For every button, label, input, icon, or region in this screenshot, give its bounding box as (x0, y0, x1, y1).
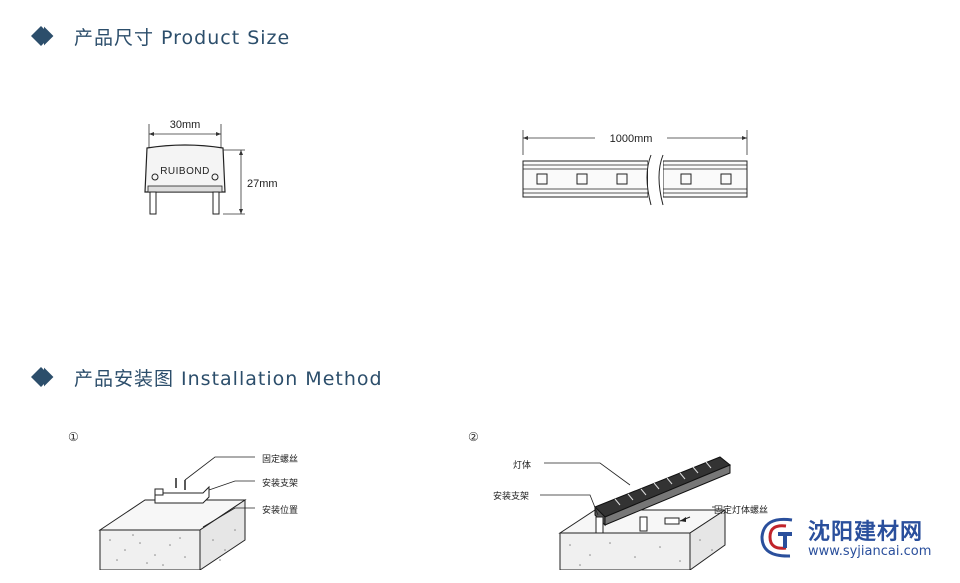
profile-body (144, 144, 226, 193)
step-number: ② (468, 430, 479, 444)
break-mark (646, 154, 652, 206)
diamond-bullet-icon (31, 367, 54, 387)
watermark-name: 沈阳建材网 (808, 520, 924, 545)
mounting-bracket (595, 516, 604, 534)
callout-fixing-screw: 固定螺丝 (262, 455, 299, 465)
watermark-logo-icon (760, 517, 793, 558)
led-window (720, 173, 732, 185)
callout-leader (544, 462, 631, 486)
install-step-1-drawing (98, 456, 255, 570)
width-label: 30mm (170, 119, 201, 131)
screw-icon (151, 173, 159, 181)
callout-leader (208, 480, 255, 491)
bar-body-right (662, 160, 748, 198)
length-profile-drawing: 1000mm (522, 130, 748, 206)
callout-lamp-body: 灯体 (513, 461, 532, 471)
step-number: ① (68, 430, 79, 444)
mounting-surface-front (559, 532, 691, 570)
length-label: 1000mm (610, 133, 653, 145)
section-heading-product-size: 产品尺寸 Product Size (30, 21, 290, 51)
mounting-bracket (154, 485, 210, 504)
bar-body-left (522, 160, 649, 198)
install-step-2-drawing (540, 456, 731, 570)
callout-leader (184, 456, 255, 481)
watermark-url: www.syjiancai.com (808, 544, 932, 559)
screw-icon (664, 517, 680, 525)
front-profile-drawing: 30mm 27mm RUIBOND (144, 119, 278, 215)
callout-position: 安装位置 (262, 506, 299, 516)
callout-bracket: 安装支架 (262, 479, 299, 489)
led-window (680, 173, 692, 185)
led-window (536, 173, 548, 185)
callout-lamp-screw: 固定灯体螺丝 (714, 506, 769, 516)
mounting-bracket (639, 516, 648, 532)
led-window (616, 173, 628, 185)
diamond-bullet-icon (31, 26, 54, 46)
callout-bracket: 安装支架 (493, 492, 530, 502)
bracket-leg (149, 191, 157, 215)
mounting-surface-front (99, 529, 201, 570)
break-mark (658, 154, 664, 206)
lamp-body-side (604, 464, 731, 526)
height-label: 27mm (247, 178, 278, 190)
led-windows (614, 461, 712, 506)
bracket-leg (212, 191, 220, 215)
section-heading-installation: 产品安装图 Installation Method (30, 362, 383, 392)
screw-icon (211, 173, 219, 181)
callout-leader (202, 507, 255, 528)
callout-leader (540, 494, 599, 516)
concrete-texture (109, 529, 236, 566)
concrete-texture (569, 539, 713, 566)
brand-logo: RUIBOND (160, 166, 210, 177)
section-title: 产品安装图 Installation Method (74, 367, 383, 390)
section-title: 产品尺寸 Product Size (74, 26, 291, 49)
led-window (576, 173, 588, 185)
